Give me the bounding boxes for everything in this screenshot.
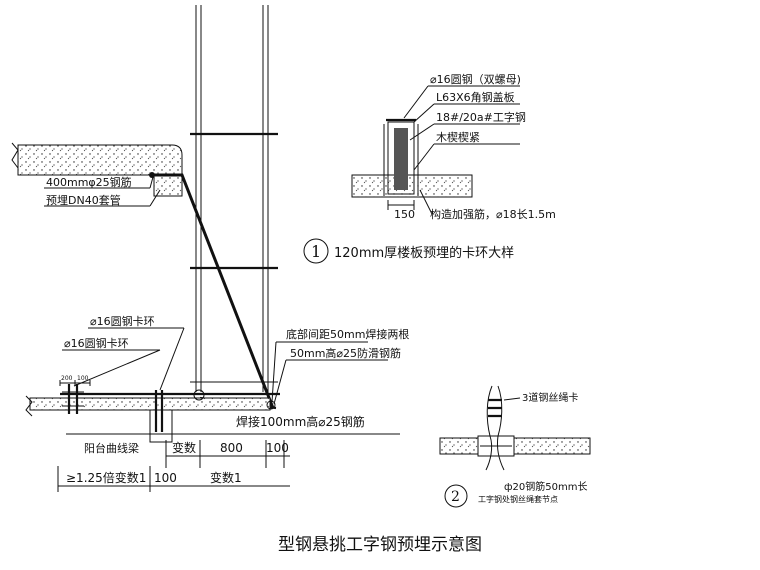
dim-125: ≥1.25倍变数1 (66, 470, 146, 485)
main-labels: 400mmφ25钢筋 预埋DN40套管 ⌀16圆钢卡环 ⌀16圆钢卡环 底部间距… (46, 175, 409, 485)
dim-100-bottom: 100 (154, 471, 177, 485)
detail-2: 3道钢丝绳卡 ф20钢筋50mm长 工字钢处钢丝绳套节点 2 (439, 385, 591, 508)
detail1-label-d: 木楔楔紧 (436, 131, 480, 144)
dim-var: 变数 (172, 440, 196, 455)
detail1-label-b: L63X6角钢盖板 (436, 90, 515, 104)
label-sleeve: 预埋DN40套管 (46, 193, 121, 207)
detail1-dim-150: 150 (394, 208, 415, 221)
tie-rod (150, 173, 277, 410)
lower-slab (25, 384, 280, 443)
label-antislip: 50mm高⌀25防滑钢筋 (290, 346, 401, 360)
scaffold-poles (190, 5, 278, 392)
detail1-label-c: 18#/20a#工字钢 (436, 110, 526, 124)
detail1-label-a: ⌀16圆钢（双螺母) (430, 73, 521, 86)
detail1-caption: 120mm厚楼板预埋的卡环大样 (334, 245, 514, 261)
label-rebar: 400mmφ25钢筋 (46, 175, 132, 189)
detail2-label-node: 工字钢处钢丝绳套节点 (478, 494, 558, 504)
dim-small-1: 200 (61, 375, 73, 382)
detail2-label-rebar: ф20钢筋50mm长 (504, 480, 587, 493)
detail2-label-clip: 3道钢丝绳卡 (522, 391, 578, 404)
detail-1: ⌀16圆钢（双螺母) L63X6角钢盖板 18#/20a#工字钢 木楔楔紧 15… (303, 73, 556, 264)
detail1-number: 1 (311, 242, 321, 261)
dimension-lines (57, 380, 400, 492)
label-ring-2: ⌀16圆钢卡环 (64, 337, 129, 350)
dim-100-top: 100 (266, 441, 289, 455)
dim-800: 800 (220, 441, 243, 455)
dim-small-2: 100 (77, 375, 89, 382)
dim-var1: 变数1 (210, 470, 242, 485)
main-leaders (44, 176, 388, 405)
label-ring-1: ⌀16圆钢卡环 (90, 315, 155, 328)
drawing-title: 型钢悬挑工字钢预埋示意图 (278, 535, 482, 555)
label-beam: 阳台曲线梁 (84, 441, 139, 455)
detail1-label-e: 构造加强筋，⌀18长1.5m (430, 207, 556, 221)
label-weld: 焊接100mm高⌀25钢筋 (236, 414, 365, 429)
detail2-number: 2 (451, 489, 460, 505)
label-spacing: 底部间距50mm焊接两根 (286, 327, 409, 341)
